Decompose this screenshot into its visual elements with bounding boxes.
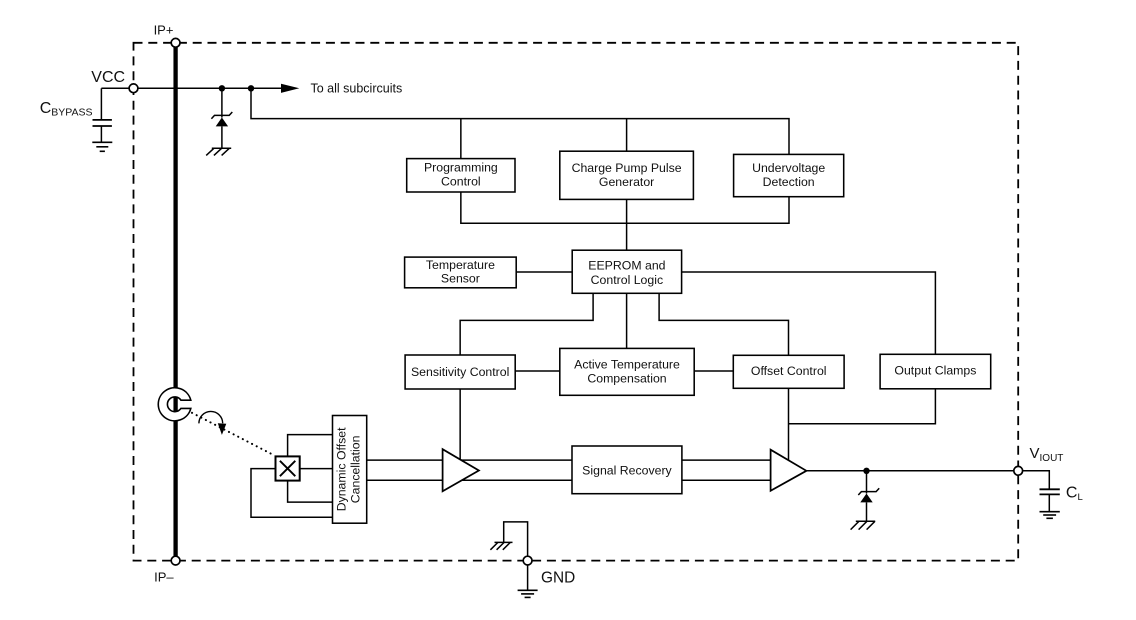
- svg-text:To all subcircuits: To all subcircuits: [311, 82, 403, 96]
- svg-text:Control Logic: Control Logic: [591, 273, 663, 287]
- svg-text:Dynamic Offset: Dynamic Offset: [335, 427, 349, 511]
- svg-text:Offset Control: Offset Control: [751, 364, 827, 378]
- svg-text:Undervoltage: Undervoltage: [752, 161, 825, 175]
- svg-text:Compensation: Compensation: [587, 372, 666, 386]
- svg-text:VCC: VCC: [91, 69, 125, 86]
- svg-text:Active Temperature: Active Temperature: [574, 357, 680, 371]
- svg-text:Charge Pump Pulse: Charge Pump Pulse: [572, 161, 682, 175]
- svg-text:IP–: IP–: [154, 570, 174, 585]
- svg-text:Temperature: Temperature: [426, 258, 495, 272]
- svg-text:Signal Recovery: Signal Recovery: [582, 464, 672, 478]
- svg-text:Control: Control: [441, 175, 481, 189]
- svg-text:Programming: Programming: [424, 161, 498, 175]
- svg-text:Detection: Detection: [763, 175, 815, 189]
- svg-text:Generator: Generator: [599, 175, 654, 189]
- svg-text:GND: GND: [541, 569, 575, 586]
- svg-text:EEPROM and: EEPROM and: [588, 259, 665, 273]
- svg-text:IP+: IP+: [154, 23, 174, 38]
- svg-text:Output Clamps: Output Clamps: [894, 364, 976, 378]
- svg-text:Sensitivity Control: Sensitivity Control: [411, 365, 509, 379]
- svg-text:Sensor: Sensor: [441, 272, 480, 286]
- svg-text:Cancellation: Cancellation: [349, 435, 363, 503]
